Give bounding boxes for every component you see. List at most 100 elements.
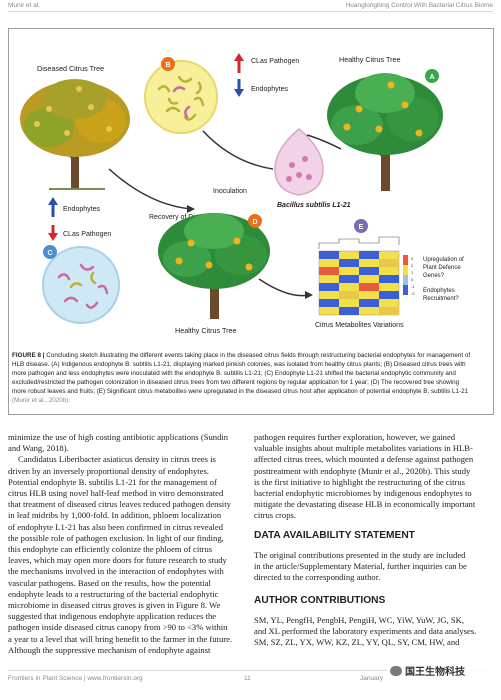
bacillus-culture-icon (274, 128, 324, 196)
left-line-17: suggested that indigenous endophyte appl… (8, 611, 217, 622)
badge-b (161, 57, 175, 71)
right-line-8: citrus crops. (254, 510, 297, 521)
label-diseased-tree: Diseased Citrus Tree (37, 64, 104, 73)
right-line-4: posttreatment with endophyte (Munir et a… (254, 465, 471, 476)
footer-divider (8, 670, 493, 671)
arrow-up-red-head (234, 53, 244, 61)
left-line-18: pathogen inside diseased citrus canopy f… (8, 622, 228, 633)
left-line-7: that treatment of diseased citrus leaves… (8, 499, 231, 510)
left-line-5: Potential endophyte B. subtilis L1-21 fo… (8, 476, 217, 487)
left-line-16: microbiome in diseased citrus groves is … (8, 600, 221, 611)
arrow-healthy-to-bacillus (306, 134, 342, 150)
key-num-minus1: -1 (411, 284, 415, 289)
arrow-diseased-to-recovery (108, 168, 192, 210)
left-line-13: the mechanisms involved in the interacti… (8, 566, 224, 577)
healthy-citrus-tree-bottom (158, 213, 270, 319)
right-line-1: pathogen requires further exploration, h… (254, 432, 456, 442)
badge-a (425, 69, 439, 83)
metabolites-heatmap (318, 236, 400, 316)
caption-line-2: HLB disease. (A) Indigenous endophyte B.… (12, 361, 466, 368)
caption-line-3: more pathogen and less endophytes were i… (12, 370, 456, 377)
key-num-3: 3 (411, 256, 414, 261)
badge-e-letter: E (359, 224, 364, 231)
label-upregulation-1: Upregulation of (423, 257, 464, 263)
ac-line-3: SM, SZ, ZL, YX, WW, KZ, ZL, YY, QL, SY, … (254, 637, 460, 648)
right-line-3: affected citrus trees, which mounted a d… (254, 454, 474, 465)
da-line-3: directed to the corresponding author. (254, 572, 381, 583)
left-line-12: leaves, which may open more doors for fu… (8, 555, 227, 566)
heading-author-contributions: AUTHOR CONTRIBUTIONS (254, 595, 386, 606)
panel-c-microscope-view (42, 246, 120, 324)
badge-c (43, 245, 57, 259)
left-line-15: endophyte leads to a restructuring of th… (8, 588, 219, 599)
running-header-authors: Munir et al. (8, 2, 41, 9)
badge-b-letter: B (165, 62, 170, 69)
left-line-14: vascular pathogens. Based on the results… (8, 577, 211, 588)
footer-journal: Frontiers in Plant Science | www.frontie… (8, 675, 143, 682)
label-metabolites: Citrus Metabolites Variations (315, 322, 404, 329)
left-line-1: minimize the use of high costing antibio… (8, 432, 229, 442)
running-header-title: Huanglongbing Control With Bacterial Cit… (345, 2, 493, 9)
left-line-19: a year to a level that will bring benefi… (8, 633, 233, 644)
data-availability-text: The original contributions presented in … (254, 550, 493, 584)
key-num-1: 1 (411, 270, 414, 275)
label-healthy-tree-top: Healthy Citrus Tree (339, 55, 401, 64)
watermark-text: 国王生物科技 (405, 667, 465, 678)
wechat-icon (390, 666, 402, 676)
heading-data-availability: DATA AVAILABILITY STATEMENT (254, 530, 415, 541)
label-healthy-tree-bottom: Healthy Citrus Tree (175, 326, 237, 335)
right-line-7: mitigate the devastating disease HLB in … (254, 499, 476, 510)
arrow-bacillus-to-b (202, 130, 274, 170)
ac-line-2: and XL performed the laboratory experime… (254, 626, 477, 637)
figure-8-illustration: Diseased Citrus Tree B CLas Pathogen End… (20, 53, 464, 335)
badge-d (248, 214, 262, 228)
left-line-20: Although the suppressive mechanism of en… (8, 644, 211, 655)
right-column-text: pathogen requires further exploration, h… (254, 432, 493, 522)
label-clas-c: CLas Pathogen (63, 231, 111, 238)
left-line-6: citrus HLB using novel half-leaf method … (8, 488, 224, 499)
label-recruitment-2: Recruitment? (423, 296, 459, 302)
badge-c-letter: C (47, 250, 52, 257)
caption-line-5: more robust leaves and fruits; (E) Signi… (12, 388, 469, 395)
header-divider (8, 11, 493, 12)
label-bacillus: Bacillus subtilis L1-21 (277, 202, 351, 209)
right-line-2: valuable insights about multiple metabol… (254, 443, 473, 454)
caption-line-1: Concluding sketch illustrating the diffe… (44, 352, 471, 359)
ac-line-1: SM, YL, PengfH, PengbH, PengiH, WC, YiW,… (254, 615, 465, 625)
label-endophytes-b: Endophytes (251, 86, 288, 93)
left-line-4: driven by an inversely proportional dens… (8, 465, 209, 476)
heatmap-color-key (403, 255, 408, 295)
healthy-citrus-tree-top (327, 73, 443, 191)
label-recruitment-1: Endophytes (423, 288, 455, 294)
diseased-citrus-tree (20, 79, 130, 190)
label-endophytes-c: Endophytes (63, 206, 100, 213)
author-contributions-text: SM, YL, PengfH, PengbH, PengiH, WC, YiW,… (254, 615, 493, 649)
badge-a-letter: A (429, 74, 434, 81)
left-line-11: this endophyte can efficiently colonize … (8, 544, 213, 555)
panel-b-microscope-view (144, 60, 218, 134)
caption-citation: (Munir et al., 2020b). (12, 397, 71, 404)
badge-e (354, 219, 368, 233)
arrow-tree-to-metabolites (258, 278, 310, 297)
caption-line-4: excluded/restricted the pathogen coloniz… (12, 379, 460, 386)
caption-label: FIGURE 8 | (12, 352, 45, 359)
label-clas-b: CLas Pathogen (251, 58, 299, 65)
badge-d-letter: D (252, 219, 257, 226)
key-num-2: 2 (411, 263, 414, 268)
left-line-2: and Wang, 2018). (8, 443, 69, 454)
figure-frame (8, 28, 494, 415)
left-line-9: of endophyte L1-21 has also been confirm… (8, 521, 224, 532)
left-line-8: in leaf midribs by 1,000-fold. In additi… (8, 510, 222, 521)
left-column-text: minimize the use of high costing antibio… (8, 432, 242, 656)
right-line-5: is the first initiative to highlight the… (254, 476, 465, 487)
footer-page-number: 11 (244, 675, 251, 682)
label-upregulation-2: Plant Defence (423, 265, 461, 271)
figure-caption: FIGURE 8 | Concluding sketch illustratin… (12, 351, 490, 405)
right-line-6: bacterial endophytic microbiomes by indi… (254, 488, 472, 499)
left-line-3: Candidatus Liberibacter asiaticus densit… (18, 454, 216, 465)
key-num-minus2: -2 (411, 291, 415, 296)
left-line-10: the possible role of pathogen exclusion.… (8, 532, 224, 543)
label-upregulation-3: Genes? (423, 273, 445, 279)
da-line-1: The original contributions presented in … (254, 550, 466, 560)
key-num-0: 0 (411, 277, 414, 282)
